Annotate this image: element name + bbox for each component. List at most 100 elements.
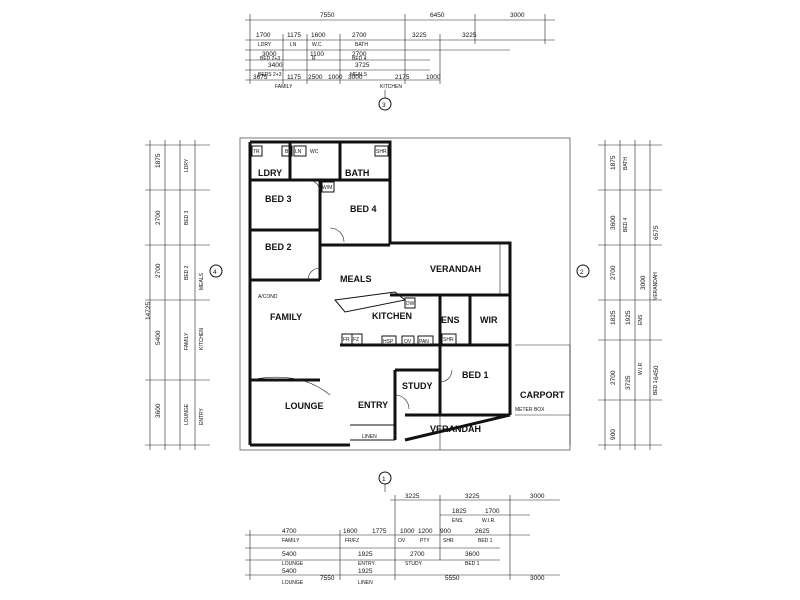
left-dim: 1875 (155, 153, 162, 168)
bottom-overall-dim: 5550 (445, 575, 460, 582)
bottom-dim: 4700 (282, 528, 297, 535)
right-dim: 2700 (610, 370, 617, 385)
right-dimension-block: 1875 3600 2700 6575 1825 1925 3000 6450 … (598, 140, 662, 450)
left-dim: 5400 (155, 330, 162, 345)
top-dim: 1100 (310, 51, 324, 58)
section-marker-label: 4 (213, 269, 217, 276)
bottom-dim: 3000 (530, 493, 545, 500)
top-dim: 2500 (308, 74, 323, 81)
top-dim: 3225 (412, 32, 427, 39)
top-dim: 2175 (395, 74, 410, 81)
fixture-pan: PAN (419, 339, 429, 345)
room-bed1: BED 1 (462, 370, 489, 380)
section-marker-label: 2 (580, 269, 584, 276)
right-dim-label: W.I.R. (638, 361, 644, 375)
top-dim: 1700 (256, 32, 271, 39)
bottom-dim: 900 (440, 528, 451, 535)
bottom-dim-label: LINEN (358, 580, 373, 586)
bottom-dim: 2625 (475, 528, 490, 535)
right-dim: 3600 (610, 215, 617, 230)
bottom-dim-label: W.I.R. (482, 518, 496, 524)
top-overall-dim-3: 3000 (510, 12, 525, 19)
top-dimension-block: 7550 6450 3000 1700 1175 1600 2700 3225 … (245, 12, 555, 90)
top-dim-label: KITCHEN (380, 84, 402, 90)
room-acond: A/COND (258, 294, 278, 300)
bottom-dim-label: PTY (420, 538, 430, 544)
top-dim: 1600 (311, 32, 326, 39)
house-outline (239, 137, 571, 451)
top-dim: 3225 (462, 32, 477, 39)
bottom-dim: 1600 (343, 528, 358, 535)
room-ldry: LDRY (258, 168, 282, 178)
section-marker-right: 2 (576, 264, 590, 278)
top-dim: 3675 (253, 74, 268, 81)
bottom-dim: 2700 (410, 551, 425, 558)
bottom-dimension-block: 3225 3225 3000 1825 1700 ENS. W.I.R. 470… (245, 493, 560, 586)
fixture-shr-ens: SHR (443, 337, 454, 343)
left-dim-label: ENTRY (199, 407, 205, 425)
right-dim-label: BED 4 (623, 217, 629, 232)
fixture-wc: WC (310, 149, 319, 155)
fixture-ln: LN (295, 149, 302, 155)
room-lounge: LOUNGE (285, 401, 324, 411)
top-dim-label: R (312, 56, 316, 62)
bottom-dim: 1825 (452, 508, 467, 515)
section-marker-left: 4 (209, 264, 223, 278)
top-dim-label: FAMILY (275, 84, 293, 90)
room-entry: ENTRY (358, 400, 388, 410)
right-dim-label: ENS (638, 314, 644, 325)
right-dim: 1875 (610, 155, 617, 170)
fixture-labels: TR B LN WC SHR W/M METER BOX FR FZ HSP O… (251, 145, 545, 413)
bottom-dim: 3225 (465, 493, 480, 500)
room-verandah-top: VERANDAH (430, 264, 481, 274)
fixture-b: B (285, 149, 289, 155)
room-family: FAMILY (270, 312, 302, 322)
left-dim: 2700 (155, 210, 162, 225)
top-dim: 3000 (262, 51, 277, 58)
bottom-dim: 1775 (372, 528, 387, 535)
room-kitchen: KITCHEN (372, 311, 412, 321)
room-carport: CARPORT (520, 390, 565, 400)
top-dim-label: BED 4 (352, 56, 367, 62)
room-linen: LINEN (362, 434, 377, 440)
left-dim-label: KITCHEN (199, 328, 205, 350)
bottom-dim-label: LOUNGE (282, 561, 304, 567)
top-dim-label: BED 2+3 (260, 56, 280, 62)
right-dim: 2700 (610, 265, 617, 280)
top-dim-label: BATH (355, 42, 368, 48)
right-dim: 900 (610, 429, 617, 440)
left-dim-label: LDRY (184, 158, 190, 172)
bottom-dim-label: SHR (443, 538, 454, 544)
room-study: STUDY (402, 381, 433, 391)
bottom-dim-label: FR/FZ (345, 538, 359, 544)
room-bed2: BED 2 (265, 242, 292, 252)
fixture-meter-box: METER BOX (515, 407, 545, 413)
fixture-ov: OV (404, 339, 412, 345)
top-dim-label: MEALS (350, 72, 368, 78)
fixture-shr-top: SHR (376, 149, 387, 155)
left-dim-total: 14725 (145, 302, 152, 320)
top-dim-label: LDRY (258, 42, 272, 48)
bottom-overall-dim: 7550 (320, 575, 335, 582)
top-dim: 1000 (328, 74, 343, 81)
top-dim: 3400 (268, 62, 283, 69)
bottom-overall-dim: 3000 (530, 575, 545, 582)
bottom-dim: 1700 (485, 508, 500, 515)
top-dim-label: LN (290, 42, 297, 48)
left-dim: 3600 (155, 403, 162, 418)
top-overall-dim-2: 6450 (430, 12, 445, 19)
right-dim: 6450 (653, 365, 660, 380)
room-bath: BATH (345, 168, 369, 178)
bottom-dim-label: FAMILY (282, 538, 300, 544)
section-marker-top: 3 (378, 90, 392, 111)
right-dim: 1925 (625, 310, 632, 325)
top-overall-dim-1: 7550 (320, 12, 335, 19)
top-dim: 1175 (287, 74, 301, 81)
top-dim: 2700 (352, 32, 367, 39)
room-meals: MEALS (340, 274, 372, 284)
room-ens: ENS (441, 315, 460, 325)
room-bed4: BED 4 (350, 204, 377, 214)
left-dim-label: BED 2 (184, 265, 190, 280)
top-dim: 1000 (426, 74, 441, 81)
bottom-dim-label: STUDY (405, 561, 423, 567)
